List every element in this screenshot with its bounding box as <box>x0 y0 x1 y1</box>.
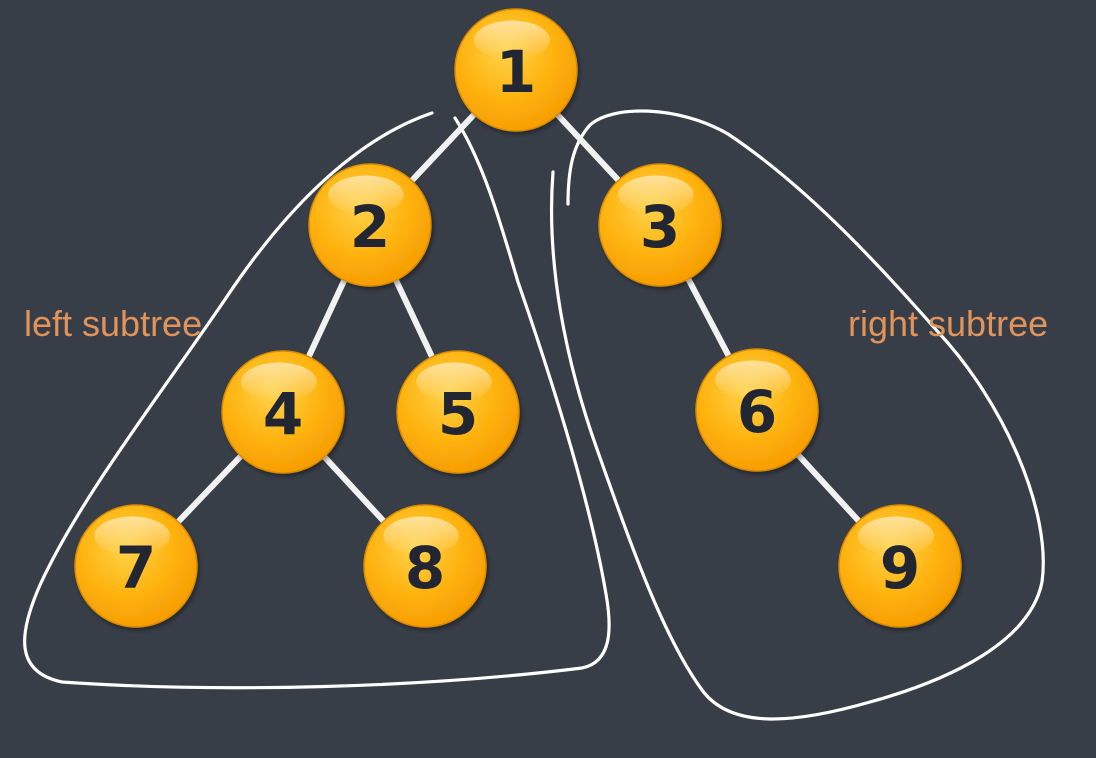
node-highlight <box>383 516 459 556</box>
right-subtree-outline <box>549 109 1045 721</box>
node-highlight <box>328 175 404 215</box>
node-label: 3 <box>640 193 680 261</box>
tree-node-5: 5 <box>396 350 520 474</box>
node-label: 5 <box>438 380 478 448</box>
node-label: 6 <box>737 378 777 446</box>
node-highlight <box>94 516 170 556</box>
node-highlight <box>474 20 550 60</box>
node-label: 2 <box>350 193 390 261</box>
node-highlight <box>618 175 694 215</box>
node-label: 1 <box>496 38 536 106</box>
tree-node-2: 2 <box>308 163 432 287</box>
tree-node-1: 1 <box>454 8 578 132</box>
edges-layer <box>133 67 903 569</box>
node-highlight <box>715 360 791 400</box>
left-subtree-outline <box>23 111 611 690</box>
nodes-layer: 1 2 3 4 5 6 7 8 9 <box>74 8 962 628</box>
right-subtree-label: right subtree <box>848 303 1049 344</box>
tree-node-3: 3 <box>598 163 722 287</box>
tree-node-7: 7 <box>74 504 198 628</box>
node-label: 9 <box>880 534 920 602</box>
node-label: 4 <box>263 380 303 448</box>
tree-node-6: 6 <box>695 348 819 472</box>
node-label: 8 <box>405 534 445 602</box>
tree-node-9: 9 <box>838 504 962 628</box>
left-subtree-label: left subtree <box>24 303 203 344</box>
node-highlight <box>858 516 934 556</box>
node-highlight <box>241 362 317 402</box>
tree-node-8: 8 <box>363 504 487 628</box>
node-highlight <box>416 362 492 402</box>
node-label: 7 <box>116 534 156 602</box>
tree-node-4: 4 <box>221 350 345 474</box>
